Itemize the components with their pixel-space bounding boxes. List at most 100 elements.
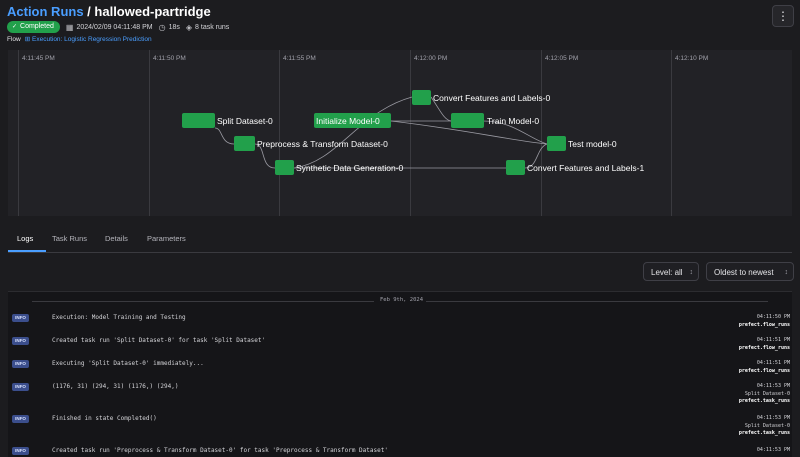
log-level-badge: INFO [12, 360, 29, 368]
task-label-synthetic: Synthetic Data Generation-0 [296, 163, 404, 173]
timeline-tick: 4:12:05 PM [545, 55, 579, 62]
divider [426, 301, 768, 302]
task-label-preprocess: Preprocess & Transform Dataset-0 [257, 139, 388, 149]
log-message: Created task run 'Preprocess & Transform… [52, 447, 388, 454]
tab-details[interactable]: Details [105, 234, 128, 243]
page-header: Action Runs / hallowed-partridge ⋮ ✓Comp… [0, 0, 800, 50]
task-node-test[interactable] [547, 136, 566, 151]
status-badge: ✓Completed [7, 21, 60, 33]
log-level-badge: INFO [12, 337, 29, 345]
page-title: Action Runs / hallowed-partridge [7, 4, 211, 19]
log-logger: prefect.flow_runs [738, 367, 790, 374]
flow-line: Flow ⊞ Execution: Logistic Regression Pr… [7, 35, 152, 44]
log-time: 04:11:53 PM [756, 383, 790, 389]
task-label-init: Initialize Model-0 [316, 116, 380, 126]
task-label-convert0: Convert Features and Labels-0 [433, 93, 551, 103]
timeline-tick: 4:12:00 PM [414, 55, 448, 62]
task-node-init[interactable] [314, 113, 391, 128]
task-label-split: Split Dataset-0 [217, 116, 273, 126]
log-logger: prefect.flow_runs [738, 321, 790, 328]
log-time: 04:11:53 PM [756, 415, 790, 421]
edge-synthetic-convert0 [293, 96, 413, 169]
edge-split-preprocess [214, 127, 235, 145]
edge-preprocess-synthetic [254, 143, 276, 169]
log-date: Feb 9th, 2024 [380, 297, 424, 303]
log-message: (1176, 31) (294, 31) (1176,) (294,) [52, 383, 179, 390]
log-message: Execution: Model Training and Testing [52, 314, 186, 321]
log-time: 04:11:53 PM [756, 447, 790, 453]
log-message: Executing 'Split Dataset-0' immediately.… [52, 360, 204, 367]
divider [32, 301, 374, 302]
timeline-gridline [541, 50, 542, 216]
run-name: hallowed-partridge [94, 4, 211, 19]
task-label-convert1: Convert Features and Labels-1 [527, 163, 645, 173]
task-node-preprocess[interactable] [234, 136, 255, 151]
breadcrumb-action-runs[interactable]: Action Runs [7, 4, 84, 19]
timeline-gridline [149, 50, 150, 216]
log-logger: prefect.flow_runs [738, 344, 790, 351]
task-node-convert0[interactable] [412, 90, 431, 105]
active-tab-indicator [8, 250, 46, 252]
log-meta: 04:11:51 PM prefect.flow_runs [739, 337, 790, 352]
log-time: 04:11:50 PM [756, 314, 790, 320]
run-meta: ✓Completed ▦2024/02/09 04:11:48 PM ◷18s … [7, 21, 235, 33]
chevron-updown-icon: ↕ [689, 269, 694, 276]
kebab-menu-button[interactable]: ⋮ [772, 5, 794, 27]
log-meta: 04:11:53 PM Split Dataset-0 prefect.task… [739, 415, 790, 438]
check-icon: ✓ [12, 24, 18, 30]
task-run-count: ◈8 task runs [185, 22, 230, 32]
run-tabs: Logs Task Runs Details Parameters [8, 226, 792, 253]
task-node-split[interactable] [182, 113, 215, 128]
log-task: Split Dataset-0 [744, 390, 790, 397]
level-filter-select[interactable]: Level: all ↕ [643, 262, 699, 281]
edge-convert0-train [430, 96, 452, 122]
timeline-gridline [410, 50, 411, 216]
timeline-tick: 4:11:55 PM [283, 55, 316, 62]
tab-logs[interactable]: Logs [17, 234, 34, 243]
run-date: ▦2024/02/09 04:11:48 PM [65, 22, 153, 32]
log-meta: 04:11:50 PM prefect.flow_runs [739, 314, 790, 329]
chevron-updown-icon: ↕ [784, 269, 789, 276]
edge-init-test [390, 120, 548, 145]
log-logger: prefect.task_runs [738, 430, 790, 436]
flow-link[interactable]: ⊞ Execution: Logistic Regression Predict… [24, 36, 152, 43]
timeline-gridline [18, 50, 19, 216]
task-node-convert1[interactable] [506, 160, 525, 175]
log-message: Finished in state Completed() [52, 415, 157, 422]
log-message: Created task run 'Split Dataset-0' for t… [52, 337, 266, 344]
log-date-separator: Feb 9th, 2024 [8, 296, 792, 306]
timeline-tick: 4:12:10 PM [675, 55, 709, 62]
task-runs-icon: ◈ [185, 22, 193, 32]
task-node-synthetic[interactable] [275, 160, 294, 175]
timeline-tick: 4:11:50 PM [153, 55, 186, 62]
breadcrumb-separator: / [83, 4, 95, 19]
log-time: 04:11:51 PM [756, 360, 790, 366]
log-meta: 04:11:53 PM [757, 447, 790, 455]
kebab-menu-icon: ⋮ [777, 9, 789, 23]
task-node-train[interactable] [451, 113, 484, 128]
log-time: 04:11:51 PM [756, 337, 790, 343]
sort-order-select[interactable]: Oldest to newest ↕ [706, 262, 794, 281]
log-level-badge: INFO [12, 447, 29, 455]
edge-convert1-test [524, 143, 548, 169]
timeline-gridline [671, 50, 672, 216]
timeline-edges [214, 96, 548, 169]
task-label-train: Train Model-0 [487, 116, 540, 126]
log-task: Split Dataset-0 [744, 422, 790, 429]
timeline-tick: 4:11:45 PM [22, 55, 55, 62]
clock-icon: ◷ [158, 22, 166, 32]
edge-train-test [482, 120, 548, 145]
task-label-test: Test model-0 [568, 139, 617, 149]
log-list[interactable]: Feb 9th, 2024 INFO Execution: Model Trai… [8, 291, 792, 457]
log-level-badge: INFO [12, 314, 29, 322]
calendar-icon: ▦ [65, 22, 74, 32]
log-level-badge: INFO [12, 383, 29, 391]
tab-parameters[interactable]: Parameters [147, 234, 186, 243]
log-meta: 04:11:51 PM prefect.flow_runs [739, 360, 790, 375]
run-timeline[interactable]: 4:11:45 PM 4:11:50 PM 4:11:55 PM 4:12:00… [8, 50, 792, 216]
tab-task-runs[interactable]: Task Runs [52, 234, 88, 243]
flow-label: Flow [7, 35, 21, 43]
run-duration: ◷18s [158, 22, 180, 32]
log-level-badge: INFO [12, 415, 29, 423]
log-logger: prefect.task_runs [738, 398, 790, 404]
